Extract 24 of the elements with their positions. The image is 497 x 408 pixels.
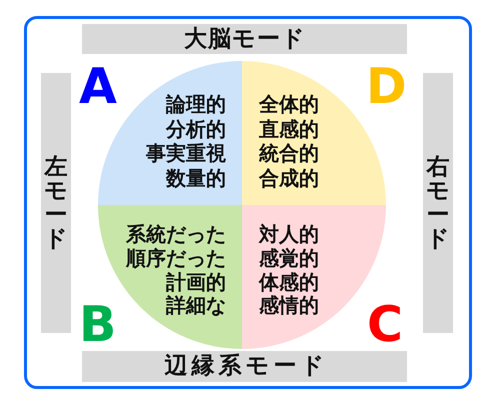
- side-band: 右モード: [423, 73, 453, 333]
- trait-text: 詳細な: [166, 294, 226, 318]
- trait-text: 全体的: [259, 92, 319, 116]
- header-band: 辺縁系モード: [82, 351, 407, 382]
- quadrant-letter: D: [366, 62, 407, 111]
- trait-text: 数量的: [166, 166, 226, 190]
- quadrant-letter: A: [79, 62, 117, 111]
- trait-text: 対人的: [259, 223, 319, 247]
- trait-text: 体感的: [259, 270, 319, 294]
- quadrant-letter: B: [79, 300, 116, 349]
- trait-text: 合成的: [259, 166, 319, 190]
- trait-text: 感情的: [259, 294, 319, 318]
- trait-text: 統合的: [259, 141, 319, 166]
- trait-text: 感覚的: [259, 246, 319, 271]
- trait-text: 直感的: [259, 116, 319, 141]
- trait-text: 順序だった: [126, 246, 226, 271]
- trait-text: 計画的: [166, 270, 226, 294]
- trait-text: 分析的: [166, 116, 226, 141]
- trait-text: 事実重視: [146, 141, 226, 166]
- side-band: 左モード: [41, 73, 71, 333]
- header-band: 大脳モード: [82, 24, 407, 54]
- trait-text: 論理的: [166, 92, 226, 116]
- quadrant-letter: C: [367, 300, 403, 349]
- trait-text: 系統だった: [126, 223, 226, 247]
